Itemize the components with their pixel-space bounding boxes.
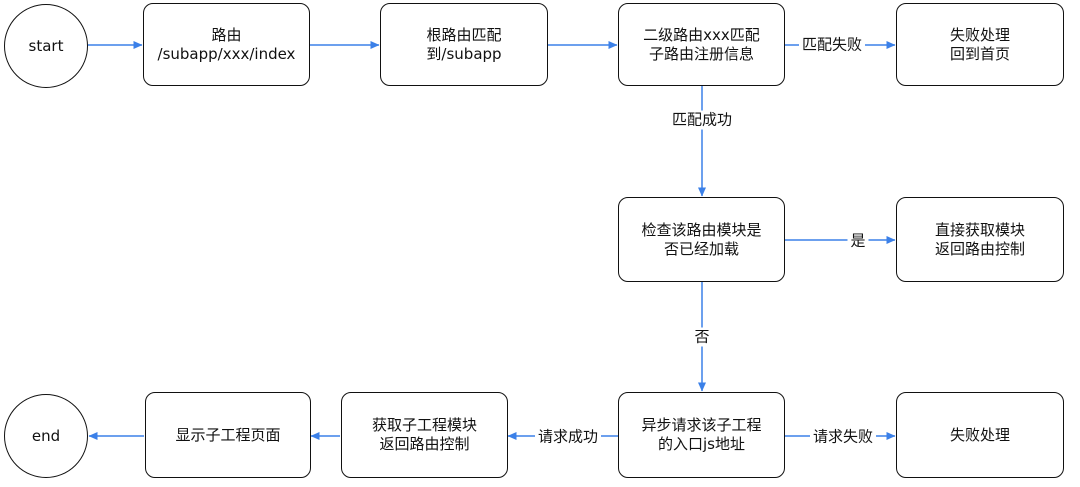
node-get-direct-label: 直接获取模块 返回路由控制: [934, 220, 1025, 258]
node-get-sub-label: 获取子工程模块 返回路由控制: [371, 416, 477, 453]
edge-label-request-fail: 请求失败: [809, 427, 877, 447]
node-route-label: 路由 /subapp/xxx/index: [157, 25, 296, 63]
node-root-match: 根路由匹配 到/subapp: [380, 3, 548, 86]
node-end: end: [4, 394, 88, 478]
node-get-direct: 直接获取模块 返回路由控制: [896, 197, 1064, 282]
node-show-page-label: 显示子工程页面: [175, 425, 281, 444]
node-get-sub: 获取子工程模块 返回路由控制: [341, 392, 508, 478]
node-async-request: 异步请求该子工程 的入口js地址: [618, 392, 785, 478]
node-show-page: 显示子工程页面: [145, 392, 311, 478]
node-root-match-label: 根路由匹配 到/subapp: [426, 25, 502, 63]
edge-label-request-success: 请求成功: [534, 427, 602, 447]
node-fail-handle-label: 失败处理: [949, 425, 1010, 444]
node-check-loaded-label: 检查该路由模块是 否已经加载: [641, 220, 762, 258]
node-async-request-label: 异步请求该子工程 的入口js地址: [641, 416, 762, 453]
node-start-label: start: [28, 36, 64, 55]
node-fail-handle: 失败处理: [896, 392, 1064, 478]
edge-label-match-fail: 匹配失败: [798, 35, 866, 55]
node-end-label: end: [31, 426, 61, 445]
edge-label-match-success: 匹配成功: [668, 110, 736, 130]
edge-label-yes: 是: [847, 231, 869, 251]
node-start: start: [4, 4, 88, 88]
edge-label-no: 否: [691, 327, 713, 347]
node-check-loaded: 检查该路由模块是 否已经加载: [618, 197, 785, 282]
node-sub-match-label: 二级路由xxx匹配 子路由注册信息: [643, 25, 760, 63]
node-fail-home-label: 失败处理 回到首页: [949, 25, 1010, 63]
node-sub-match: 二级路由xxx匹配 子路由注册信息: [618, 3, 785, 86]
node-route: 路由 /subapp/xxx/index: [143, 3, 310, 86]
node-fail-home: 失败处理 回到首页: [896, 3, 1064, 86]
